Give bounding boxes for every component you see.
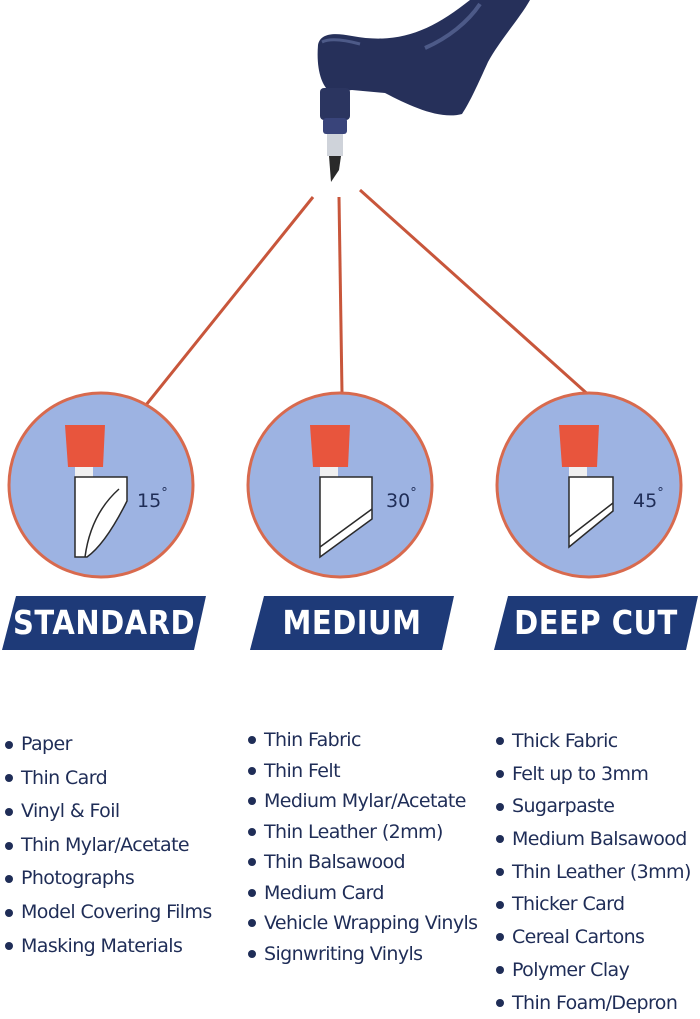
banner-label-standard: STANDARD <box>13 604 195 642</box>
materials-list-deep: Thick Fabric Felt up to 3mm Sugarpaste M… <box>496 725 691 1019</box>
list-item: Felt up to 3mm <box>496 758 691 791</box>
blade-holder-icon <box>318 0 530 182</box>
list-item: Thick Fabric <box>496 725 691 758</box>
blade-circle-medium: 30° <box>248 393 432 577</box>
list-item: Masking Materials <box>5 930 212 964</box>
list-item: Sugarpaste <box>496 790 691 823</box>
banner-label-deep: DEEP CUT <box>514 604 678 642</box>
list-item: Vehicle Wrapping Vinyls <box>248 908 477 939</box>
list-item: Photographs <box>5 862 212 896</box>
materials-list-medium: Thin Fabric Thin Felt Medium Mylar/Aceta… <box>248 725 477 969</box>
list-item: Medium Card <box>248 878 477 909</box>
list-item: Thin Balsawood <box>248 847 477 878</box>
banner-label-medium: MEDIUM <box>283 604 422 642</box>
banner-deep: DEEP CUT <box>494 596 698 650</box>
list-item: Model Covering Films <box>5 896 212 930</box>
list-item: Cereal Cartons <box>496 921 691 954</box>
list-item: Vinyl & Foil <box>5 795 212 829</box>
list-item: Thin Leather (3mm) <box>496 856 691 889</box>
list-item: Thin Felt <box>248 756 477 787</box>
blade-circle-standard: 15° <box>9 393 193 577</box>
list-item: Medium Mylar/Acetate <box>248 786 477 817</box>
list-item: Thin Foam/Depron <box>496 987 691 1019</box>
list-item: Thin Card <box>5 762 212 796</box>
blade-circle-deep: 45° <box>497 393 681 577</box>
list-item: Medium Balsawood <box>496 823 691 856</box>
list-item: Signwriting Vinyls <box>248 939 477 970</box>
banner-standard: STANDARD <box>2 596 206 650</box>
list-item: Thin Mylar/Acetate <box>5 829 212 863</box>
list-item: Thicker Card <box>496 888 691 921</box>
list-item: Thin Leather (2mm) <box>248 817 477 848</box>
list-item: Thin Fabric <box>248 725 477 756</box>
banner-medium: MEDIUM <box>250 596 454 650</box>
materials-list-standard: Paper Thin Card Vinyl & Foil Thin Mylar/… <box>5 728 212 963</box>
list-item: Polymer Clay <box>496 954 691 987</box>
list-item: Paper <box>5 728 212 762</box>
